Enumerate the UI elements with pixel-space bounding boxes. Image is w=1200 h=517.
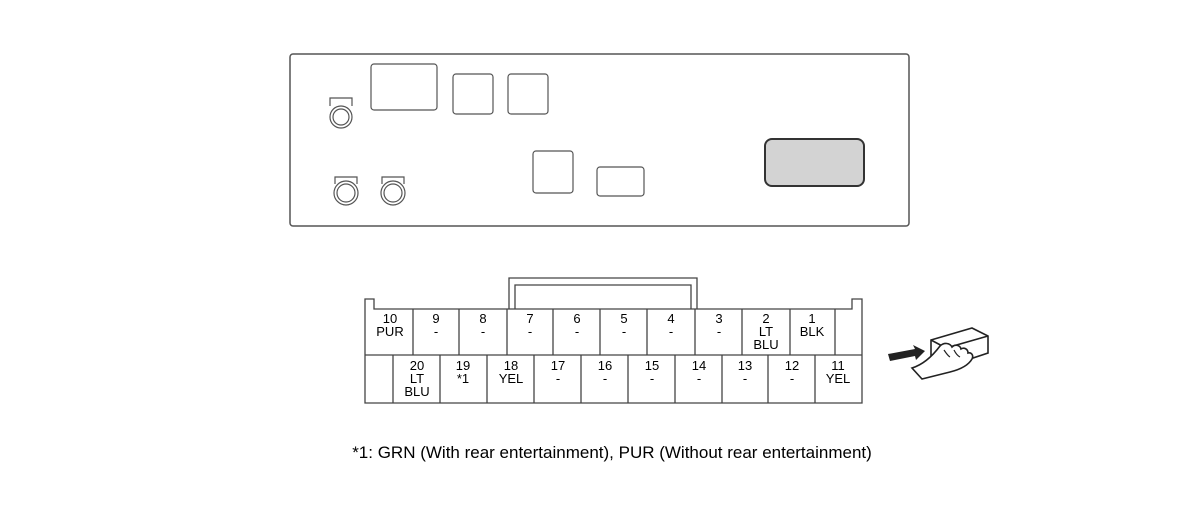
pin-9-wire-color: - (434, 324, 438, 339)
pin-20-number: 20 (410, 358, 424, 373)
footnote-text: *1: GRN (With rear entertainment), PUR (… (352, 443, 872, 462)
connector-lock-tab (508, 277, 698, 309)
connector-lock-tab-inner (514, 284, 692, 309)
pin-10-wire-color: PUR (376, 324, 403, 339)
pin-10-number: 10 (383, 311, 397, 326)
pin-1-wire-color: BLK (800, 324, 825, 339)
pin-16-number: 16 (598, 358, 612, 373)
pin-grid: 10PUR9-8-7-6-5-4-3-2LTBLU1BLK20LTBLU19*1… (376, 309, 850, 403)
pin-8-wire-color: - (481, 324, 485, 339)
pin-11-number: 11 (831, 358, 845, 373)
unit-port-small (596, 166, 645, 197)
pin-5-number: 5 (620, 311, 627, 326)
jack-icon (380, 176, 406, 206)
pin-14-wire-color: - (697, 371, 701, 386)
unit-connector-socket (764, 138, 865, 187)
pin-7-number: 7 (526, 311, 533, 326)
pin-12-number: 12 (785, 358, 799, 373)
pin-11-wire-color: YEL (826, 371, 851, 386)
pin-12-wire-color: - (790, 371, 794, 386)
connector-face (364, 277, 863, 404)
pin-13-number: 13 (738, 358, 752, 373)
unit-port-square-3 (532, 150, 574, 194)
pin-4-wire-color: - (669, 324, 673, 339)
pin-4-number: 4 (667, 311, 674, 326)
pin-18-number: 18 (504, 358, 518, 373)
unit-port-large (370, 63, 438, 111)
unit-port-square-1 (452, 73, 494, 115)
pin-13-wire-color: - (743, 371, 747, 386)
pin-2-number: 2 (762, 311, 769, 326)
pin-8-number: 8 (479, 311, 486, 326)
pin-15-number: 15 (645, 358, 659, 373)
hand-pointing-connector-icon (888, 327, 989, 380)
pin-20-wire-color: LT (410, 371, 424, 386)
pin-2-wire-color: BLU (753, 337, 778, 352)
pin-18-wire-color: YEL (499, 371, 524, 386)
connector-outline (364, 298, 863, 404)
pin-5-wire-color: - (622, 324, 626, 339)
pin-6-wire-color: - (575, 324, 579, 339)
pin-1-number: 1 (808, 311, 815, 326)
pin-20-wire-color: BLU (404, 384, 429, 399)
pin-7-wire-color: - (528, 324, 532, 339)
pin-17-number: 17 (551, 358, 565, 373)
pin-17-wire-color: - (556, 371, 560, 386)
pin-16-wire-color: - (603, 371, 607, 386)
pin-19-wire-color: *1 (457, 371, 469, 386)
pin-2-wire-color: LT (759, 324, 773, 339)
unit-body (289, 53, 910, 227)
pin-3-wire-color: - (717, 324, 721, 339)
unit-outline (289, 53, 910, 227)
unit-port-square-2 (507, 73, 549, 115)
pin-19-number: 19 (456, 358, 470, 373)
jack-icon (333, 176, 359, 206)
pin-14-number: 14 (692, 358, 706, 373)
pin-9-number: 9 (432, 311, 439, 326)
pin-3-number: 3 (715, 311, 722, 326)
pin-15-wire-color: - (650, 371, 654, 386)
pin-6-number: 6 (573, 311, 580, 326)
jack-icon (329, 97, 353, 129)
